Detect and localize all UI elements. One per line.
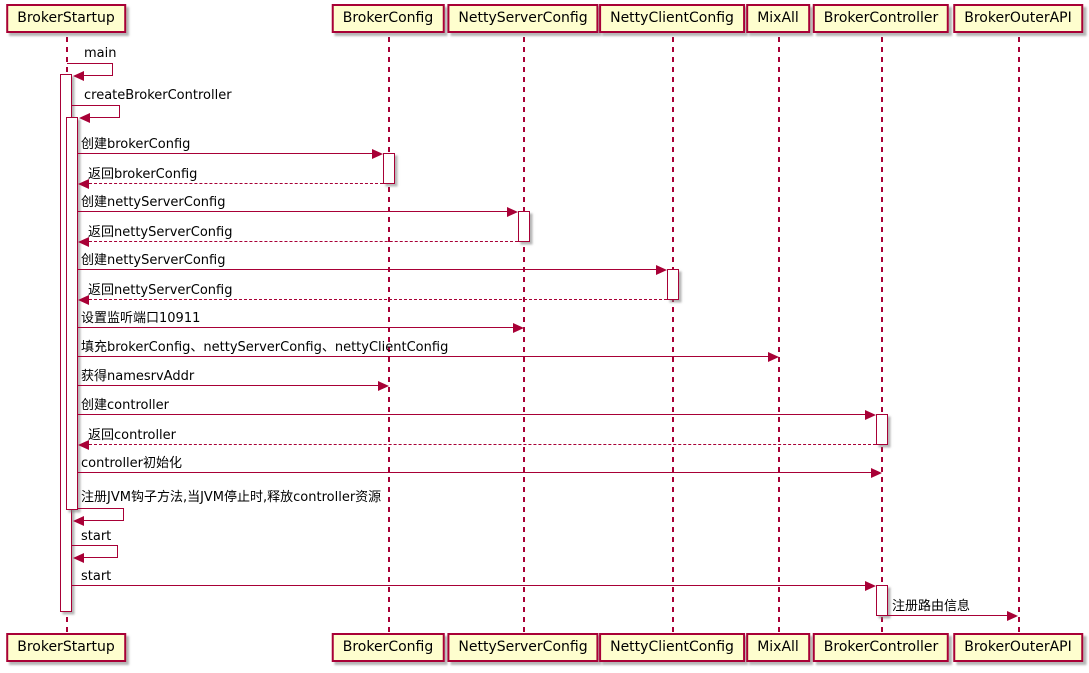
arrowhead-icon (78, 237, 89, 247)
message-line (67, 63, 113, 64)
message-line (888, 615, 1008, 616)
message-label: 创建nettyServerConfig (81, 195, 226, 210)
arrowhead-icon (507, 207, 518, 217)
activation-brokercontroller-2 (876, 585, 888, 616)
message-label: 注册路由信息 (892, 599, 971, 614)
activation-brokercontroller-1 (876, 414, 888, 445)
lifeline-brokercontroller (881, 37, 883, 633)
arrowhead-icon (865, 581, 876, 591)
message-label: start (81, 569, 112, 584)
participant-brokerconfig-top: BrokerConfig (331, 4, 445, 33)
message-label: main (84, 46, 117, 61)
participant-nettyclientconfig-top: NettyClientConfig (599, 4, 745, 33)
activation-nettyclientconfig (667, 269, 679, 300)
arrowhead-icon (79, 113, 90, 123)
message-line (84, 75, 113, 76)
activation-nettyserverconfig (518, 211, 530, 242)
message-label: 创建brokerConfig (81, 137, 191, 152)
message-line (78, 472, 872, 473)
message-label: 返回nettyServerConfig (88, 225, 233, 240)
message-label: 创建controller (81, 398, 170, 413)
arrowhead-icon (656, 265, 667, 275)
message-line (78, 327, 514, 328)
participant-nettyclientconfig-bottom: NettyClientConfig (599, 633, 745, 662)
lifeline-brokerouterapi (1018, 37, 1020, 633)
arrowhead-icon (73, 71, 84, 81)
message-line (72, 585, 866, 586)
lifeline-nettyserverconfig (523, 37, 525, 633)
message-line (72, 545, 118, 546)
message-label: 获得namesrvAddr (81, 369, 195, 384)
participant-mixall-bottom: MixAll (746, 633, 810, 662)
activation-brokerstartup-inner (66, 117, 78, 510)
lifeline-brokerconfig (388, 37, 390, 633)
message-line (89, 183, 383, 184)
lifeline-nettyclientconfig (672, 37, 674, 633)
participant-brokerconfig-bottom: BrokerConfig (331, 633, 445, 662)
message-label: 返回brokerConfig (88, 167, 198, 182)
participant-brokercontroller-top: BrokerController (812, 4, 950, 33)
participant-brokerouterapi-top: BrokerOuterAPI (953, 4, 1083, 33)
arrowhead-icon (372, 149, 383, 159)
participant-nettyserverconfig-bottom: NettyServerConfig (447, 633, 599, 662)
message-label: 返回controller (88, 428, 177, 443)
arrowhead-icon (78, 179, 89, 189)
message-line (117, 545, 118, 558)
message-line (89, 241, 518, 242)
message-line (78, 508, 124, 509)
message-line (78, 356, 769, 357)
message-label: 注册JVM钩子方法,当JVM停止时,释放controller资源 (81, 490, 382, 505)
message-line (123, 508, 124, 521)
arrowhead-icon (378, 381, 389, 391)
message-label: start (81, 529, 112, 544)
message-label: 填充brokerConfig、nettyServerConfig、nettyCl… (81, 340, 449, 355)
message-line (89, 299, 667, 300)
participant-mixall-top: MixAll (746, 4, 810, 33)
message-label: 创建nettyServerConfig (81, 253, 226, 268)
arrowhead-icon (513, 323, 524, 333)
message-label: 返回nettyServerConfig (88, 283, 233, 298)
participant-brokerstartup-top: BrokerStartup (6, 4, 126, 33)
message-line (78, 414, 866, 415)
activation-brokerconfig (383, 153, 395, 184)
arrowhead-icon (73, 516, 84, 526)
message-line (78, 385, 379, 386)
message-label: createBrokerController (84, 88, 232, 103)
message-line (78, 153, 373, 154)
arrowhead-icon (1007, 611, 1018, 621)
arrowhead-icon (865, 410, 876, 420)
message-label: controller初始化 (81, 456, 183, 471)
arrowhead-icon (871, 468, 882, 478)
participant-nettyserverconfig-top: NettyServerConfig (447, 4, 599, 33)
arrowhead-icon (73, 553, 84, 563)
lifeline-mixall (778, 37, 780, 633)
message-line (78, 269, 657, 270)
message-line (84, 557, 118, 558)
message-line (84, 520, 124, 521)
message-line (72, 105, 120, 106)
participant-brokerouterapi-bottom: BrokerOuterAPI (953, 633, 1083, 662)
message-line (112, 63, 113, 76)
participant-brokerstartup-bottom: BrokerStartup (6, 633, 126, 662)
message-line (89, 444, 876, 445)
arrowhead-icon (768, 352, 779, 362)
message-line (119, 105, 120, 118)
message-line (90, 117, 120, 118)
arrowhead-icon (78, 440, 89, 450)
message-line (78, 211, 508, 212)
message-label: 设置监听端口10911 (81, 311, 201, 326)
participant-brokercontroller-bottom: BrokerController (812, 633, 950, 662)
arrowhead-icon (78, 295, 89, 305)
